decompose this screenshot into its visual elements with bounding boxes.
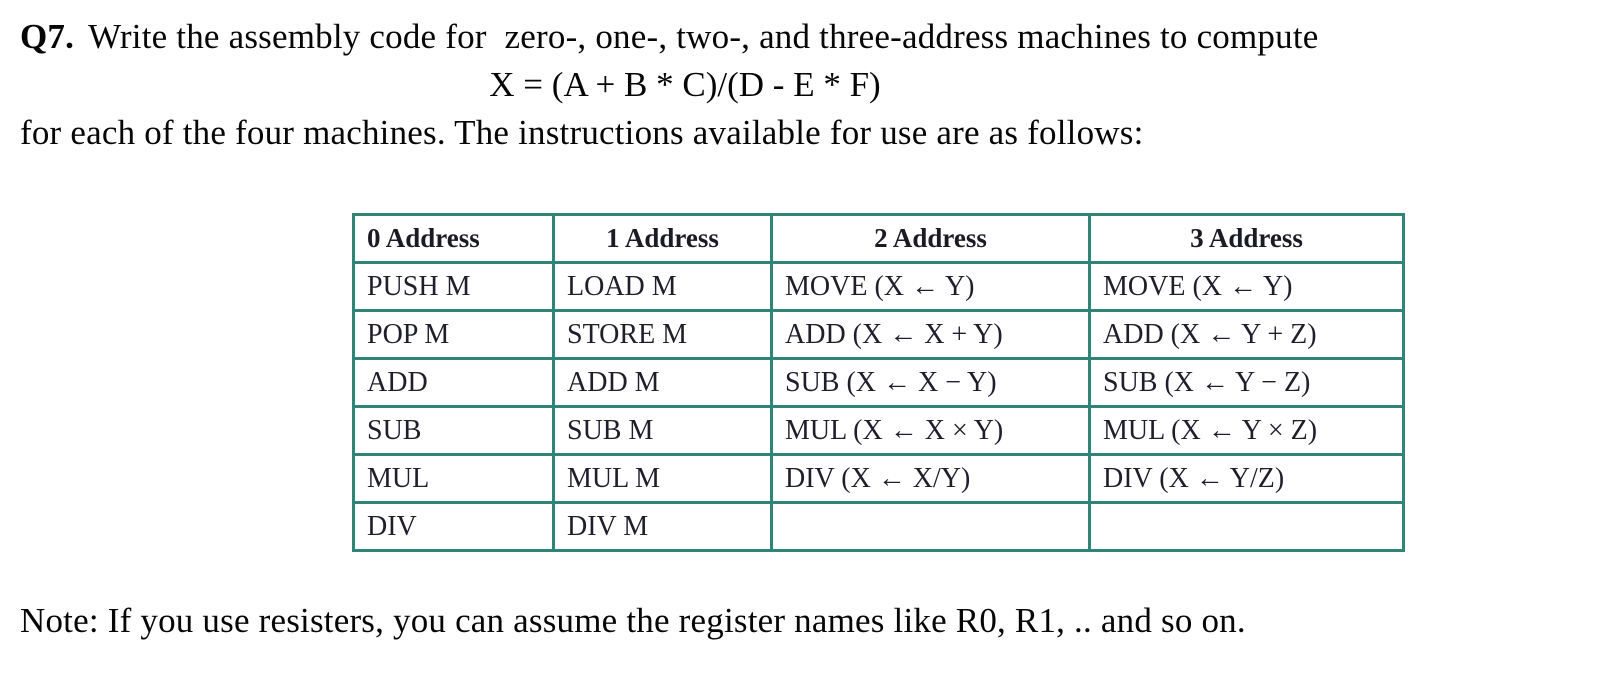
question-continuation-line: for each of the four machines. The instr… [20, 113, 1144, 152]
question-intro-line: Q7. Write the assembly code for zero-, on… [20, 14, 1590, 60]
instruction-cell: SUB [352, 405, 555, 456]
col-header-2-address: 2 Address [770, 213, 1091, 264]
instruction-cell: ADD M [552, 357, 773, 408]
instruction-cell: LOAD M [552, 261, 773, 312]
question-number: Q7. [20, 17, 75, 56]
table-header-row: 0 Address 1 Address 2 Address 3 Address [352, 213, 1405, 264]
instruction-cell: DIV M [552, 501, 773, 552]
table-row: MUL MUL M DIV (X ← X/Y) DIV (X ← Y/Z) [352, 453, 1405, 504]
instruction-cell [1088, 501, 1405, 552]
instruction-cell: ADD (X ← Y + Z) [1088, 309, 1405, 360]
instruction-cell: ADD [352, 357, 555, 408]
instruction-cell: ADD (X ← X + Y) [770, 309, 1091, 360]
instruction-cell: SUB (X ← Y − Z) [1088, 357, 1405, 408]
note-line: Note: If you use resisters, you can assu… [20, 601, 1246, 640]
question-intro-text: Write the assembly code for zero-, one-,… [88, 17, 1319, 56]
instruction-cell: MUL [352, 453, 555, 504]
instruction-table: 0 Address 1 Address 2 Address 3 Address … [352, 213, 1405, 552]
instruction-cell: SUB M [552, 405, 773, 456]
table-row: DIV DIV M [352, 501, 1405, 552]
instruction-cell: SUB (X ← X − Y) [770, 357, 1091, 408]
instruction-cell: DIV (X ← X/Y) [770, 453, 1091, 504]
instruction-cell: MOVE (X ← Y) [1088, 261, 1405, 312]
instruction-cell: MUL M [552, 453, 773, 504]
table-row: SUB SUB M MUL (X ← X × Y) MUL (X ← Y × Z… [352, 405, 1405, 456]
instruction-cell: MUL (X ← X × Y) [770, 405, 1091, 456]
instruction-cell: DIV [352, 501, 555, 552]
instruction-cell: STORE M [552, 309, 773, 360]
col-header-1-address: 1 Address [552, 213, 773, 264]
formula-line: X = (A + B * C)/(D - E * F) [20, 62, 1350, 108]
instruction-cell: PUSH M [352, 261, 555, 312]
instruction-cell: MUL (X ← Y × Z) [1088, 405, 1405, 456]
instruction-cell: POP M [352, 309, 555, 360]
table-row: POP M STORE M ADD (X ← X + Y) ADD (X ← Y… [352, 309, 1405, 360]
table-row: PUSH M LOAD M MOVE (X ← Y) MOVE (X ← Y) [352, 261, 1405, 312]
instruction-cell: MOVE (X ← Y) [770, 261, 1091, 312]
instruction-cell: DIV (X ← Y/Z) [1088, 453, 1405, 504]
col-header-0-address: 0 Address [352, 213, 555, 264]
instruction-cell [770, 501, 1091, 552]
table-row: ADD ADD M SUB (X ← X − Y) SUB (X ← Y − Z… [352, 357, 1405, 408]
col-header-3-address: 3 Address [1088, 213, 1405, 264]
formula-expression: X = (A + B * C)/(D - E * F) [489, 65, 881, 104]
